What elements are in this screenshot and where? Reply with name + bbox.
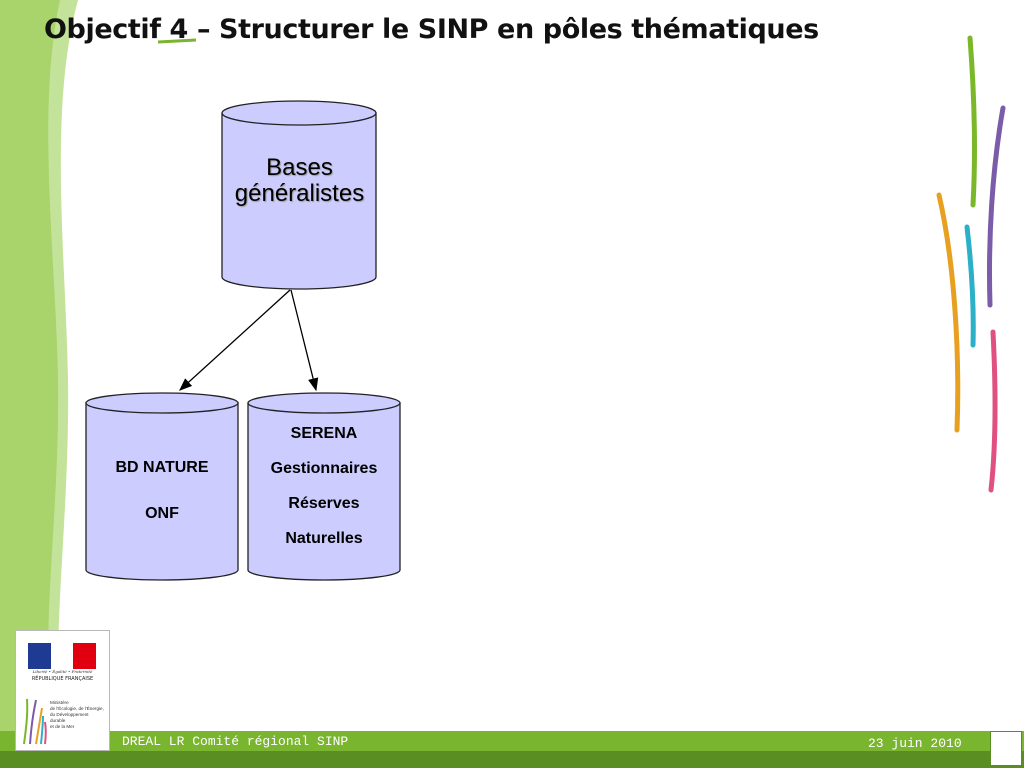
ministry-stripes-icon (23, 698, 47, 745)
footer-bar (0, 731, 1024, 751)
node-line: SERENA (290, 425, 358, 442)
french-flag-icon (28, 643, 96, 669)
ribbon-orange (936, 192, 961, 433)
node-label-bases-generalistes: Bases généralistes (222, 155, 377, 207)
republique-francaise-logo: Liberté • Égalité • Fraternité RÉPUBLIQU… (16, 631, 109, 693)
logo-motto: Liberté • Égalité • Fraternité (32, 669, 93, 674)
ministry-line: durable (50, 718, 66, 723)
title-accent-line (157, 38, 197, 44)
ribbon-green (967, 35, 977, 208)
logo-republic-label: RÉPUBLIQUE FRANÇAISE (31, 676, 94, 682)
ministry-line: et de la Mer (50, 724, 75, 729)
ministry-line: de l'Écologie, de l'Énergie, (50, 706, 104, 711)
ministry-logo: Ministère de l'Écologie, de l'Énergie, d… (16, 694, 109, 750)
left-leaf-highlight (48, 0, 78, 731)
cylinder-bases-generalistes (221, 100, 377, 290)
node-line: Gestionnaires (270, 460, 378, 477)
node-line: généralistes (234, 180, 365, 207)
ministry-logo-card: Liberté • Égalité • Fraternité RÉPUBLIQU… (15, 630, 110, 751)
slide-title: Objectif 4 – Structurer le SINP en pôles… (44, 14, 819, 45)
ministry-line: Ministère (50, 700, 69, 705)
ministry-name: Ministère de l'Écologie, de l'Énergie, d… (50, 700, 108, 730)
ribbon-purple (987, 105, 1006, 308)
footer-event-label: DREAL LR Comité régional SINP (122, 734, 349, 749)
node-line-spacer (86, 479, 238, 503)
cylinder-bd-nature (85, 392, 239, 581)
footer-bottom-strip (0, 751, 1024, 768)
footer-page-box (990, 731, 1022, 766)
node-line: Réserves (288, 495, 360, 512)
ribbon-pink (988, 329, 998, 493)
node-line: Naturelles (285, 530, 363, 547)
node-line: ONF (145, 505, 179, 522)
cylinder-serena (247, 392, 401, 581)
left-leaf-decoration (0, 0, 78, 731)
node-label-serena: SERENA Gestionnaires Réserves Naturelles (248, 416, 400, 556)
node-line: BD NATURE (115, 459, 209, 476)
arrow-bases-to-serena (290, 289, 319, 392)
ribbon-cyan (964, 224, 976, 348)
footer-date: 23 juin 2010 (868, 736, 962, 751)
node-line: Bases (266, 154, 333, 181)
node-label-bd-nature: BD NATURE ONF (86, 457, 238, 525)
ministry-line: du Développement (50, 712, 89, 717)
ribbons-decoration (936, 35, 1006, 493)
arrow-bases-to-bd-nature (179, 289, 291, 391)
